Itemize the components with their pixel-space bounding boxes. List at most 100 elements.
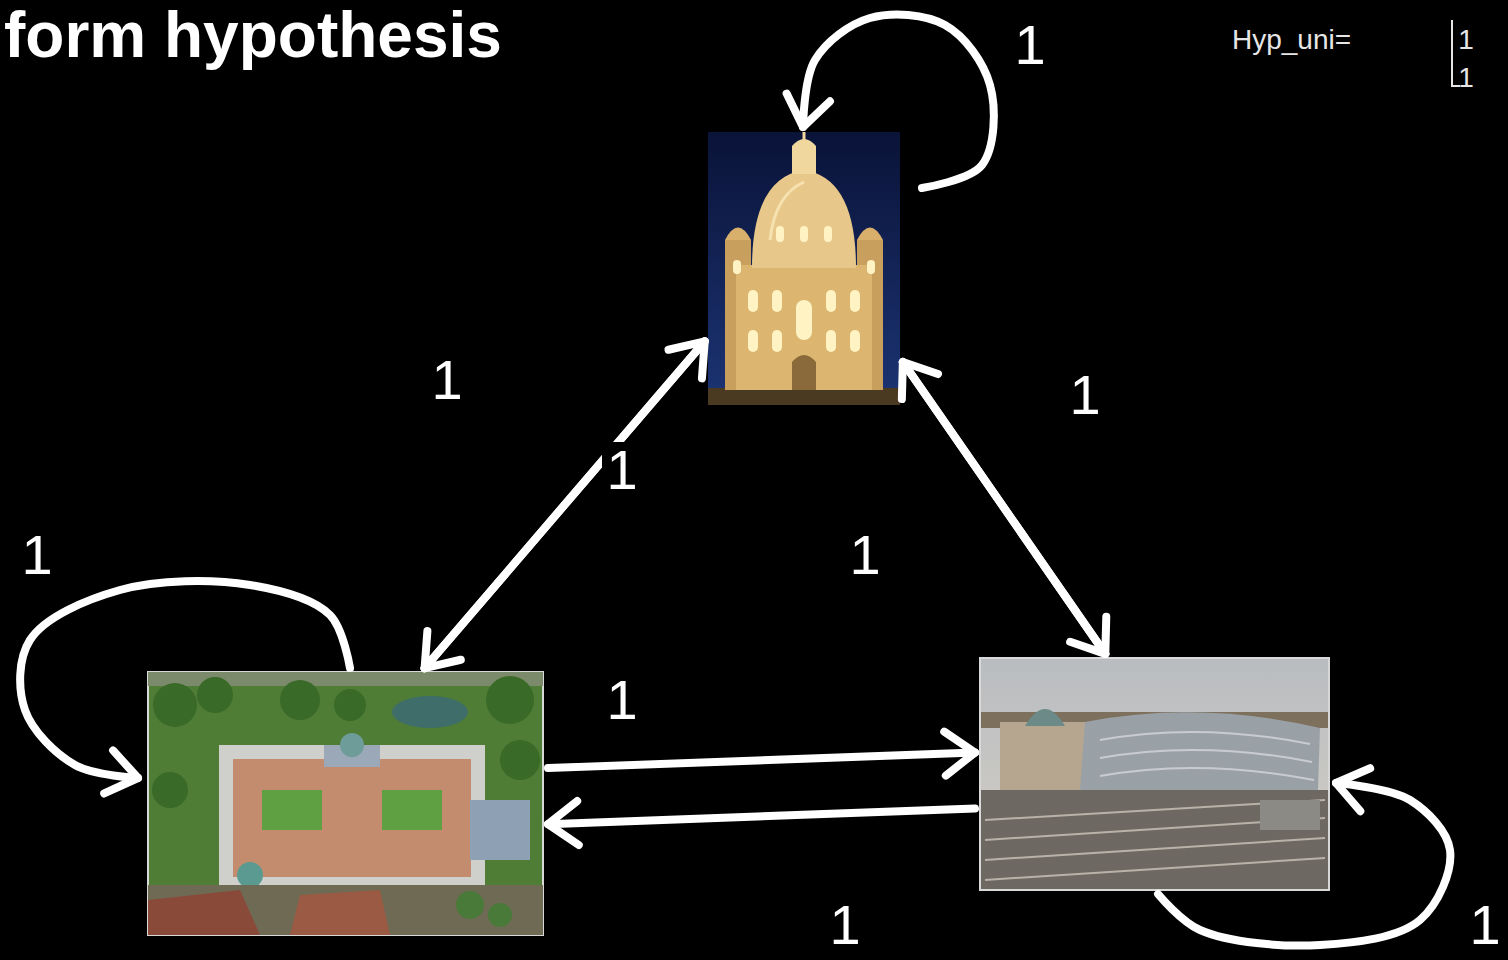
matrix-entry: 1 bbox=[1458, 26, 1474, 54]
station-photo-part-part bbox=[1100, 732, 1310, 744]
church-photo-part-part bbox=[850, 330, 860, 352]
station-photo bbox=[980, 658, 1329, 890]
transition-weight: 1 bbox=[602, 672, 641, 728]
transition-weight: 1 bbox=[427, 352, 466, 408]
arrow-line bbox=[548, 753, 975, 769]
palace-photo-part bbox=[290, 890, 390, 935]
station-photo-part-part bbox=[985, 858, 1325, 880]
palace-photo-part bbox=[470, 800, 530, 860]
church-photo-part-part bbox=[772, 290, 782, 312]
transition-arrow bbox=[902, 362, 1105, 654]
arrow-line bbox=[548, 809, 975, 825]
photo-node bbox=[980, 658, 1329, 890]
church-photo-part-part bbox=[826, 290, 836, 312]
transition-weight: 1 bbox=[17, 527, 56, 583]
transition-weight: 1 bbox=[1065, 367, 1104, 423]
matrix-name: Hyp_uni= bbox=[1232, 26, 1351, 54]
transition-weight: 1 bbox=[602, 442, 641, 498]
transition-arrow bbox=[425, 341, 705, 668]
station-photo-part bbox=[1080, 712, 1320, 790]
matrix-entry: 1 bbox=[1458, 64, 1474, 92]
station-photo-part bbox=[1100, 732, 1314, 780]
station-photo-part bbox=[980, 658, 1329, 890]
transition-weight: 1 bbox=[845, 527, 884, 583]
photo-node bbox=[708, 132, 900, 405]
arrow-line bbox=[425, 341, 705, 668]
self-loop-arrow bbox=[1158, 768, 1450, 945]
station-photo-part-part bbox=[1100, 750, 1312, 762]
church-photo-part-part bbox=[772, 330, 782, 352]
station-photo-part bbox=[985, 800, 1325, 880]
arrow-head bbox=[104, 750, 138, 793]
station-photo-part-part bbox=[1100, 768, 1314, 780]
palace-photo-part-part bbox=[456, 891, 484, 919]
church-photo-part-part bbox=[800, 226, 808, 242]
palace-photo-part bbox=[392, 696, 468, 728]
transition-arrow bbox=[548, 732, 975, 776]
church-photo-part bbox=[752, 170, 856, 268]
transition-arrow bbox=[425, 341, 705, 668]
palace-photo-part bbox=[233, 759, 471, 877]
palace-photo-part bbox=[148, 890, 260, 935]
church-photo-part bbox=[792, 355, 816, 390]
palace-photo-part bbox=[237, 862, 263, 888]
palace-photo-part bbox=[382, 790, 442, 830]
palace-photo-part-part bbox=[488, 903, 512, 927]
transition-arrow bbox=[548, 801, 975, 845]
church-photo-part bbox=[857, 228, 883, 241]
station-photo-part bbox=[1025, 709, 1065, 726]
arrow-line bbox=[1158, 783, 1450, 946]
transition-arrow bbox=[903, 362, 1106, 654]
station-photo-part-part bbox=[985, 838, 1325, 860]
church-photo-part-part bbox=[748, 330, 758, 352]
palace-photo-part-part bbox=[486, 676, 534, 724]
church-photo-part-part bbox=[776, 226, 784, 242]
church-photo-part bbox=[792, 146, 816, 174]
palace-photo-part-part bbox=[280, 680, 320, 720]
arrow-head bbox=[902, 362, 938, 399]
church-photo-part bbox=[803, 132, 806, 140]
church-photo-part-part bbox=[826, 330, 836, 352]
station-photo-part bbox=[981, 790, 1328, 889]
arrow-head bbox=[787, 94, 830, 127]
station-photo-part bbox=[1260, 800, 1320, 830]
arrow-head bbox=[669, 341, 705, 378]
church-photo-part-part bbox=[824, 226, 832, 242]
self-loop-arrow bbox=[787, 14, 994, 188]
church-photo bbox=[708, 132, 900, 405]
palace-photo-part bbox=[262, 790, 322, 830]
palace-photo-part-part bbox=[153, 683, 197, 727]
arrow-line bbox=[20, 581, 350, 778]
church-photo-part-part bbox=[867, 260, 875, 274]
palace-photo bbox=[148, 672, 543, 935]
church-photo-part bbox=[736, 265, 872, 390]
church-photo-part bbox=[708, 132, 900, 405]
palace-photo-part-part bbox=[500, 740, 540, 780]
church-photo-part-part bbox=[748, 290, 758, 312]
palace-photo-part bbox=[148, 885, 543, 935]
palace-photo-part bbox=[148, 672, 543, 935]
church-photo-part-part bbox=[796, 300, 812, 340]
church-photo-part bbox=[708, 388, 900, 405]
arrow-head bbox=[944, 732, 975, 776]
transition-weight: 1 bbox=[1465, 897, 1504, 953]
arrow-head bbox=[548, 801, 579, 845]
palace-photo-part-part bbox=[334, 689, 366, 721]
palace-photo-part-part bbox=[197, 677, 233, 713]
arrow-line bbox=[903, 362, 1105, 654]
palace-photo-part bbox=[456, 891, 512, 927]
slide-title: form hypothesis bbox=[4, 0, 502, 70]
transition-weight: 1 bbox=[1010, 17, 1049, 73]
church-photo-part bbox=[792, 139, 816, 146]
photo-node bbox=[148, 672, 543, 935]
church-photo-part bbox=[725, 228, 751, 241]
transition-weight: 1 bbox=[825, 897, 864, 953]
self-loop-arrow bbox=[20, 581, 350, 793]
church-photo-part bbox=[733, 226, 875, 352]
arrow-line bbox=[903, 362, 1105, 654]
station-photo-part bbox=[1000, 722, 1092, 794]
palace-photo-part bbox=[226, 752, 478, 884]
palace-photo-part-part bbox=[152, 772, 188, 808]
